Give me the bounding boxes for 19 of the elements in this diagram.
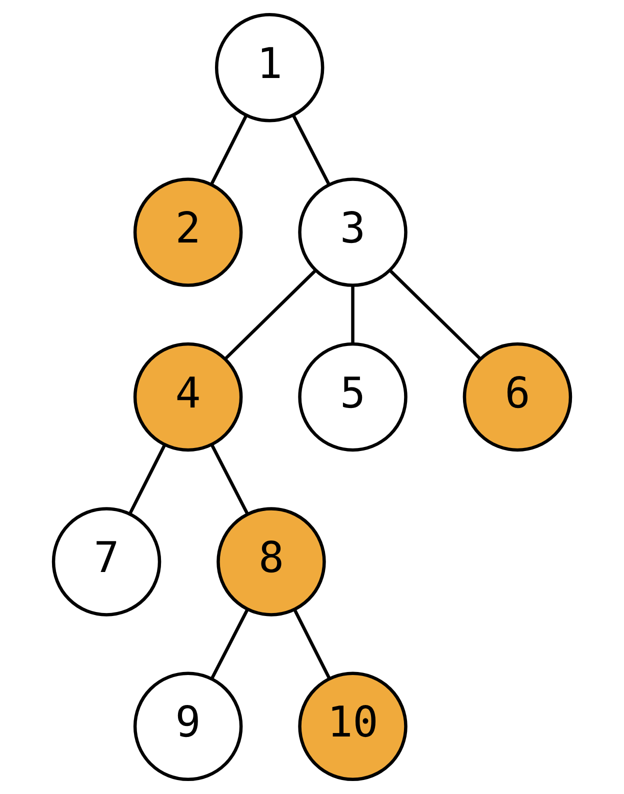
connector — [224, 269, 317, 360]
node-circle: 5 — [298, 342, 408, 452]
connector — [389, 269, 482, 360]
connector — [128, 444, 166, 515]
connector — [210, 608, 250, 680]
connector — [210, 444, 250, 515]
node-circle: 1 — [214, 12, 324, 122]
connector — [292, 114, 331, 186]
node-circle: 3 — [298, 178, 408, 287]
node-circle: 8 — [216, 507, 326, 616]
node-circle: 6 — [462, 342, 572, 452]
node-circle: 7 — [52, 507, 162, 616]
node-circle: 9 — [133, 672, 243, 782]
node-circle: 10 — [298, 672, 408, 782]
connector — [351, 285, 354, 344]
node-circle: 4 — [133, 342, 243, 452]
connector — [210, 114, 248, 186]
connector — [293, 608, 331, 680]
node-circle: 2 — [133, 178, 243, 287]
